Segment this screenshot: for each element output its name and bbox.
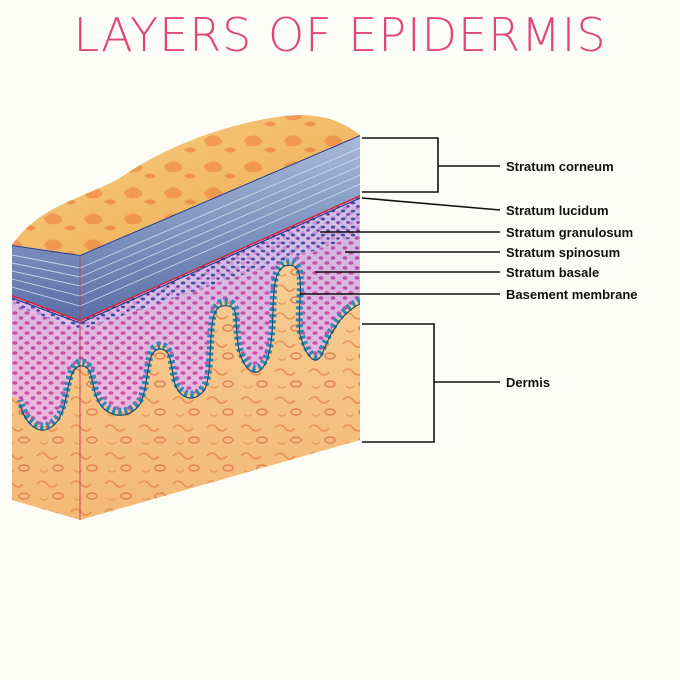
leader-lines — [300, 137, 501, 443]
label-dermis: Dermis — [506, 375, 550, 390]
lucidum-layer — [12, 135, 360, 320]
corneum-surface — [12, 115, 360, 255]
label-stratum-corneum: Stratum corneum — [506, 159, 614, 174]
label-basement-membrane: Basement membrane — [506, 287, 638, 302]
page-title: LAYERS OF EPIDERMIS — [73, 8, 607, 62]
label-stratum-spinosum: Stratum spinosum — [506, 245, 620, 260]
label-stratum-lucidum: Stratum lucidum — [506, 203, 609, 218]
label-stratum-granulosum: Stratum granulosum — [506, 225, 633, 240]
label-stratum-basale: Stratum basale — [506, 265, 599, 280]
